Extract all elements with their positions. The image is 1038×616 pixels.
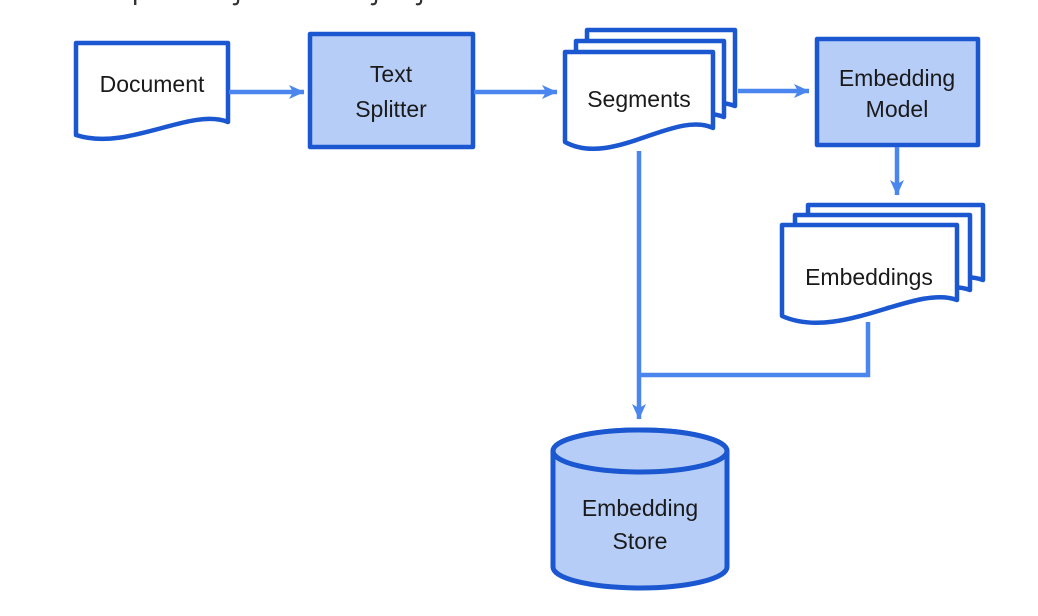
node-embeddings: Embeddings <box>779 202 986 326</box>
node-text-splitter: Text Splitter <box>307 31 476 150</box>
text-splitter-label-line1: Text <box>370 61 413 87</box>
embedding-model-box <box>814 36 981 148</box>
node-embedding-store: Embedding Store <box>550 427 730 591</box>
segments-front-sheet <box>562 49 716 151</box>
embeddings-front-sheet <box>779 222 960 326</box>
node-segments: Segments <box>562 27 738 151</box>
document-shape <box>73 40 231 142</box>
embedding-store-label-line2: Store <box>613 528 668 554</box>
text-splitter-label-line2: Splitter <box>355 96 427 122</box>
text-splitter-box <box>307 31 476 150</box>
edge-embeddings-to-junction <box>641 322 871 378</box>
node-embedding-model: Embedding Model <box>814 36 981 148</box>
clipped-text-remnant <box>134 0 423 6</box>
embedding-model-label-line1: Embedding <box>839 65 955 91</box>
document-label: Document <box>100 71 205 97</box>
embedding-store-cylinder-top <box>550 427 730 475</box>
embeddings-label: Embeddings <box>805 264 933 290</box>
node-document: Document <box>73 40 231 142</box>
embedding-store-label-line1: Embedding <box>582 495 698 521</box>
segments-label: Segments <box>587 86 691 112</box>
embedding-model-label-line2: Model <box>866 96 929 122</box>
